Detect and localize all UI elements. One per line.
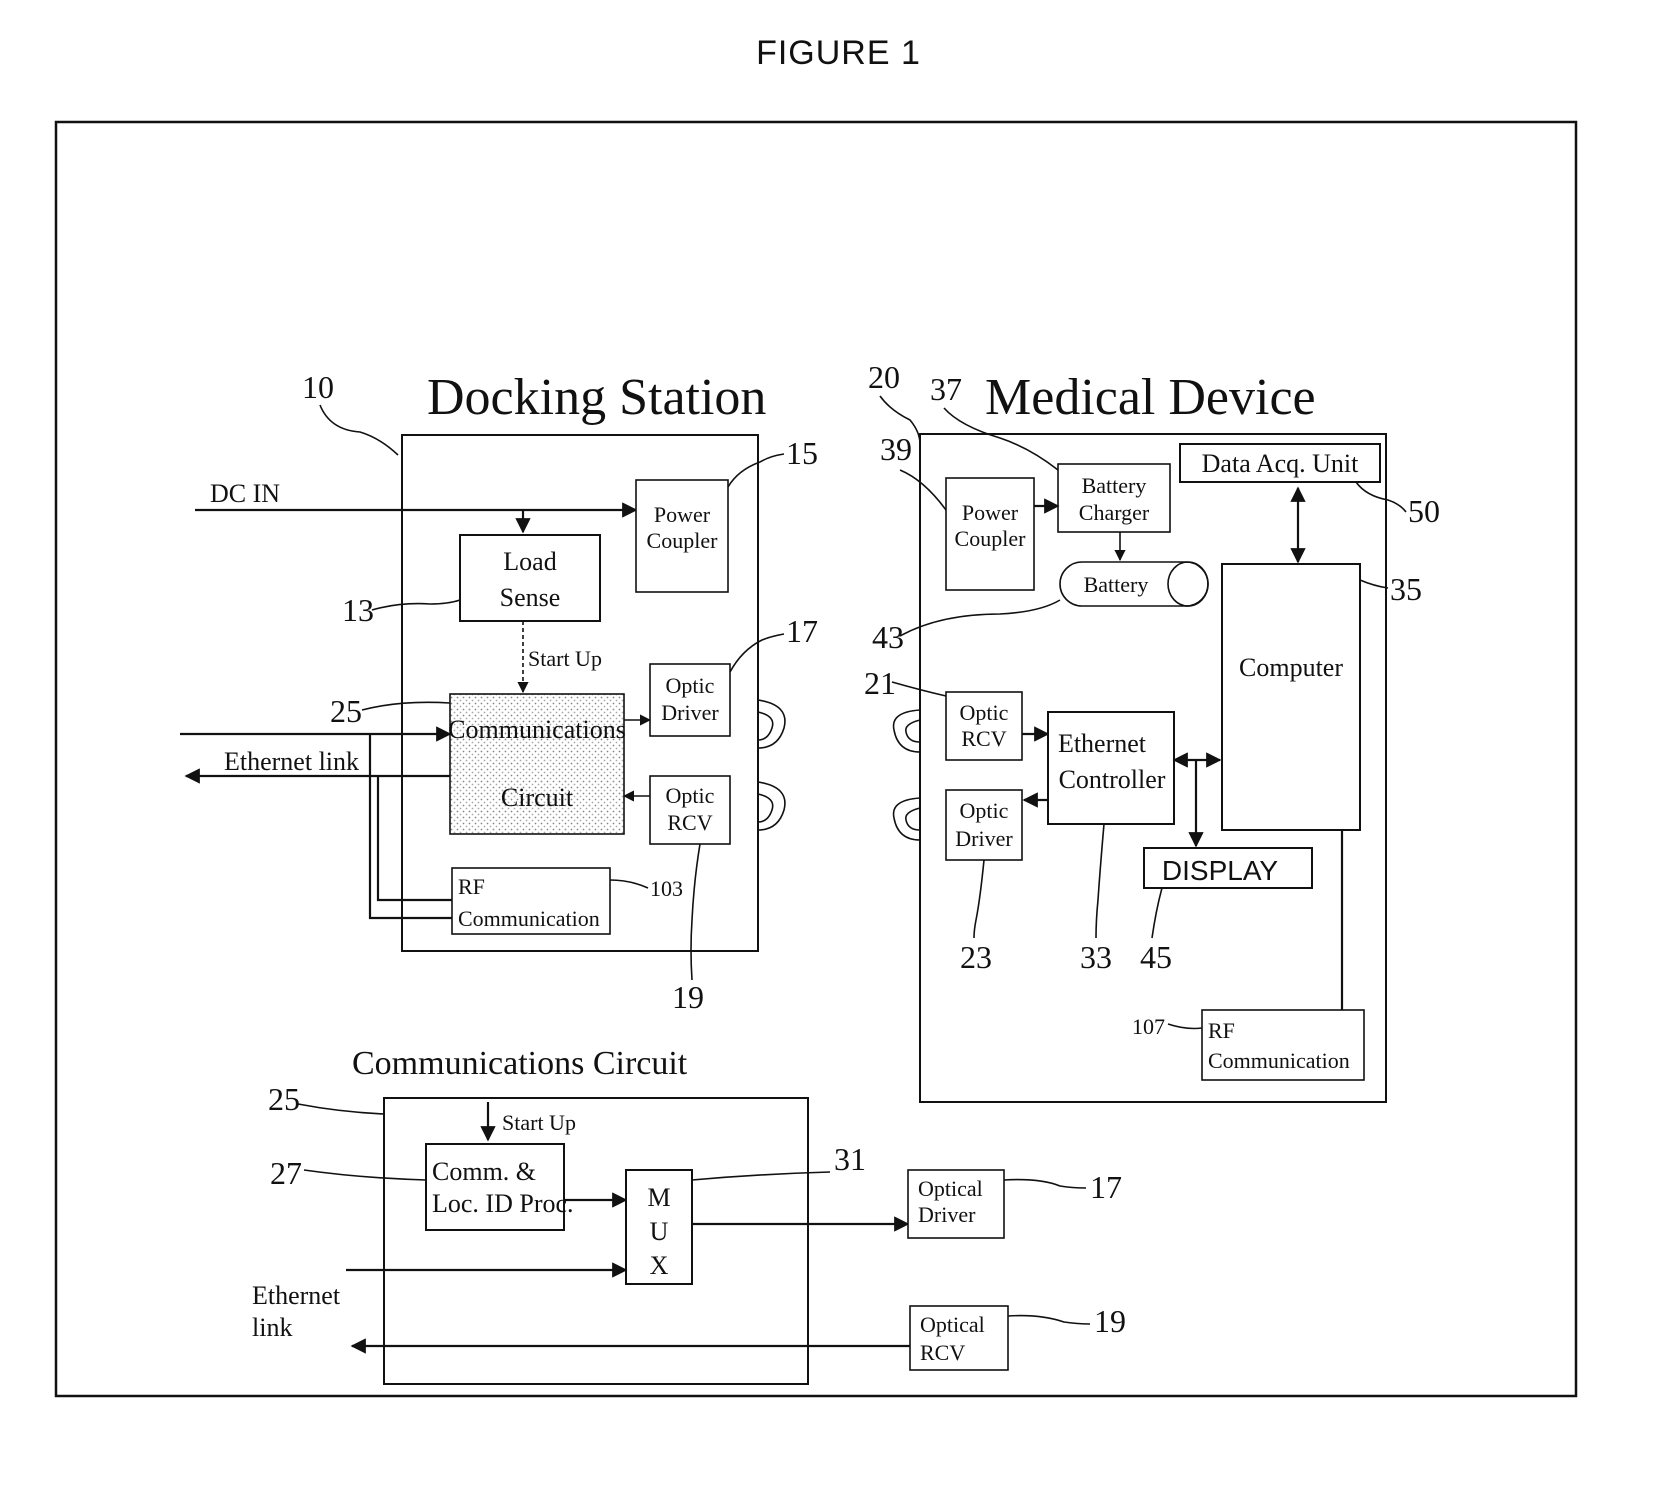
ref-39: 39 [880,431,912,467]
ds-optic-rcv-l1: Optic [666,783,715,808]
mux-l3: X [650,1251,669,1280]
ds-lens-top [758,700,785,748]
load-sense-l2: Sense [500,583,561,612]
ethernet-controller-l2: Controller [1059,765,1166,794]
ds-rf-comm-l1: RF [458,874,485,899]
ref-43: 43 [872,619,904,655]
ds-optic-rcv-l2: RCV [667,810,712,835]
mux-l2: U [650,1217,669,1246]
ref-17-cc: 17 [1090,1169,1122,1205]
battery-charger-l2: Charger [1079,500,1150,525]
cc-ethernet-link-l1: Ethernet [252,1281,341,1310]
ref-35: 35 [1390,571,1422,607]
md-rf-comm-l1: RF [1208,1018,1235,1043]
ethernet-controller-l1: Ethernet [1058,729,1147,758]
ref-33: 33 [1080,939,1112,975]
ref-17-ds: 17 [786,613,818,649]
md-optic-rcv-l1: Optic [960,700,1009,725]
md-optic-driver-l1: Optic [960,798,1009,823]
ref-27: 27 [270,1155,302,1191]
comm-loc-proc-l2: Loc. ID Proc. [432,1189,574,1218]
md-lens-bottom [894,798,920,840]
mux-l1: M [647,1183,670,1212]
ref-15: 15 [786,435,818,471]
ds-comm-circuit-l2: Circuit [501,783,574,812]
md-power-coupler-l2: Coupler [955,526,1027,551]
ref-20: 20 [868,359,900,395]
data-acq-label: Data Acq. Unit [1202,449,1359,478]
medical-device-title: Medical Device [985,369,1316,426]
comm-circuit-title: Communications Circuit [352,1045,688,1082]
md-lens-top [894,710,920,752]
md-optic-rcv-l2: RCV [961,726,1006,751]
ds-rf-comm-l2: Communication [458,906,600,931]
ref-19-cc: 19 [1094,1303,1126,1339]
load-sense-l1: Load [503,547,556,576]
ds-lens-bottom [758,782,785,830]
ref-23: 23 [960,939,992,975]
ds-power-coupler-l2: Coupler [647,528,719,553]
ref-25-cc: 25 [268,1081,300,1117]
ref-45: 45 [1140,939,1172,975]
communications-circuit-detail: Communications Circuit 25 Start Up Comm.… [252,1045,1126,1384]
ds-optic-driver-l1: Optic [666,673,715,698]
medical-device: Medical Device 20 37 39 Data Acq. Unit 5… [864,359,1440,1102]
ds-start-up-label: Start Up [528,646,602,671]
ref-37: 37 [930,371,962,407]
docking-station-title: Docking Station [427,369,766,426]
cc-optical-driver-l1: Optical [918,1176,983,1201]
cc-optical-rcv-l1: Optical [920,1312,985,1337]
ref-19-ds: 19 [672,979,704,1015]
ref-50: 50 [1408,493,1440,529]
md-optic-driver-l2: Driver [955,826,1013,851]
md-power-coupler-l1: Power [962,500,1019,525]
ds-comm-circuit-l1: Communications [448,715,626,744]
display-label: DISPLAY [1162,855,1279,886]
computer-box [1222,564,1360,830]
computer-label: Computer [1239,653,1343,682]
ref-25-ds: 25 [330,693,362,729]
ref-21: 21 [864,665,896,701]
ds-power-coupler-l1: Power [654,502,711,527]
ref-13: 13 [342,592,374,628]
battery-label: Battery [1084,572,1149,597]
dc-in-label: DC IN [210,479,280,508]
cc-optical-rcv-l2: RCV [920,1340,965,1365]
comm-circuit-enclosure [384,1098,808,1384]
ds-ethernet-link-label: Ethernet link [224,747,359,776]
ref-107: 107 [1132,1014,1165,1039]
ref-docking-station: 10 [302,369,334,405]
ref-31: 31 [834,1141,866,1177]
md-rf-comm-l2: Communication [1208,1048,1350,1073]
cc-optical-driver-l2: Driver [918,1202,976,1227]
ds-optic-driver-l2: Driver [661,700,719,725]
cc-ethernet-link-l2: link [252,1313,292,1342]
battery-charger-l1: Battery [1082,473,1147,498]
cc-start-up-label: Start Up [502,1110,576,1135]
ref-103: 103 [650,876,683,901]
comm-loc-proc-l1: Comm. & [432,1157,536,1186]
docking-station: Docking Station 10 DC IN Power Coupler 1… [180,369,818,1015]
